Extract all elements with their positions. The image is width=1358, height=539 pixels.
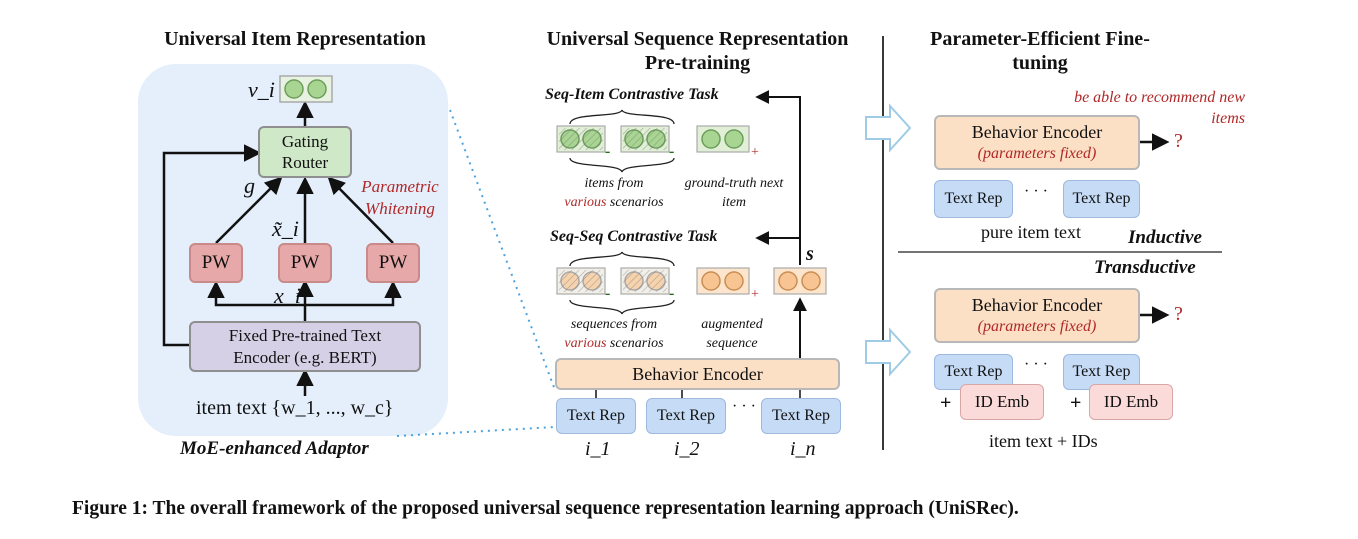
hollow-arrow-inductive: [865, 103, 912, 153]
ellipsis-middle: · · ·: [732, 398, 756, 415]
recommend-note: be able to recommend new items: [1074, 89, 1245, 127]
dotted-connector-top: [449, 109, 556, 391]
text-rep-inductive-1: Text Rep: [934, 180, 1013, 218]
behavior-encoder-pretrain: Behavior Encoder: [555, 358, 840, 390]
pure-item-text-label: pure item text: [981, 222, 1081, 242]
positive-mark-1: +: [751, 145, 759, 160]
parametric-whitening-label: Parametric Whitening: [361, 177, 439, 218]
pw-block-2: PW: [278, 243, 332, 283]
text-rep-2: Text Rep: [646, 398, 726, 434]
pw-block-1: PW: [189, 243, 243, 283]
adaptor-label: MoE-enhanced Adaptor: [180, 438, 369, 459]
seq-seq-task-label: Seq-Seq Contrastive Task: [550, 228, 718, 245]
text-encoder-block: Fixed Pre-trained Text Encoder (e.g. BER…: [189, 321, 421, 372]
behavior-encoder-transductive: Behavior Encoder (parameters fixed): [934, 288, 1140, 343]
text-rep-inductive-2: Text Rep: [1063, 180, 1140, 218]
ellipsis-transductive: · · ·: [1024, 356, 1048, 373]
position-in: i_n: [790, 438, 816, 460]
sequences-from-label: sequences from various scenarios: [564, 317, 664, 351]
position-i2: i_2: [674, 438, 700, 460]
transductive-label: Transductive: [1094, 257, 1196, 278]
plus-sign-1: +: [940, 392, 952, 414]
negative-mark-3: -: [605, 285, 611, 302]
question-mark-inductive: ?: [1174, 130, 1183, 152]
pw-block-3: PW: [366, 243, 420, 283]
figure-caption: Figure 1: The overall framework of the p…: [72, 498, 1019, 519]
id-emb-1: ID Emb: [960, 384, 1044, 420]
text-rep-n: Text Rep: [761, 398, 841, 434]
question-mark-transductive: ?: [1174, 303, 1183, 325]
items-from-label: items from various scenarios: [564, 176, 664, 210]
item-text-label: item text {w_1, ..., w_c}: [196, 397, 394, 419]
right-panel-title: Parameter-Efficient Fine-tuning: [930, 28, 1150, 74]
id-emb-2: ID Emb: [1089, 384, 1173, 420]
x-label: x_i: [274, 283, 301, 308]
g-label: g: [244, 173, 255, 198]
augmented-sequence-label: augmented sequence: [701, 317, 763, 351]
s-label: s: [806, 243, 814, 265]
negative-mark-2: -: [669, 143, 675, 160]
negative-mark-1: -: [605, 143, 611, 160]
left-panel-title: Universal Item Representation: [164, 28, 426, 50]
middle-panel-title: Universal Sequence Representation Pre-tr…: [546, 28, 849, 74]
inductive-label: Inductive: [1128, 227, 1202, 248]
x-tilde-label: x̃_i: [272, 216, 299, 241]
item-text-ids-label: item text + IDs: [989, 431, 1098, 451]
text-rep-1: Text Rep: [556, 398, 636, 434]
seq-item-task-label: Seq-Item Contrastive Task: [545, 86, 719, 103]
plus-sign-2: +: [1070, 392, 1082, 414]
v-label: v_i: [248, 77, 275, 102]
ground-truth-label: ground-truth next item: [684, 176, 784, 210]
ellipsis-inductive: · · ·: [1024, 183, 1048, 200]
gating-router: Gating Router: [258, 126, 352, 178]
negative-mark-4: -: [669, 285, 675, 302]
position-i1: i_1: [585, 438, 611, 460]
positive-mark-2: +: [751, 287, 759, 302]
hollow-arrow-transductive: [865, 327, 912, 377]
behavior-encoder-inductive: Behavior Encoder (parameters fixed): [934, 115, 1140, 170]
